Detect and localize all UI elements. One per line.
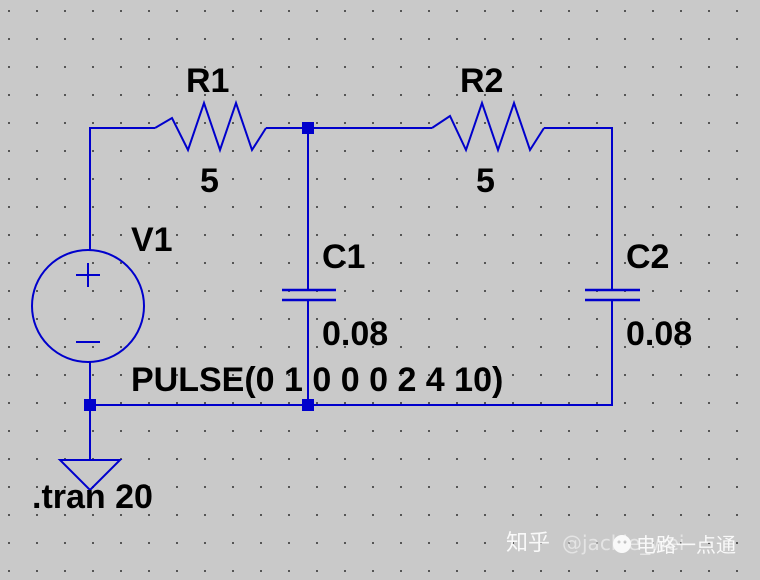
v1-value-label: PULSE(0 1 0 0 0 2 4 10) bbox=[131, 361, 503, 399]
c1-name-label: C1 bbox=[322, 238, 365, 276]
v1-name-label: V1 bbox=[131, 221, 173, 259]
r1-value-label: 5 bbox=[200, 162, 219, 200]
wire-c2-gnd[interactable] bbox=[90, 300, 613, 406]
r1-name-label: R1 bbox=[186, 62, 229, 100]
node-junction[interactable] bbox=[302, 122, 314, 134]
wechat-icon bbox=[613, 535, 631, 553]
node-junction[interactable] bbox=[302, 399, 314, 411]
tran-directive[interactable]: .tran 20 bbox=[32, 478, 153, 516]
resistor-r1[interactable] bbox=[154, 99, 267, 154]
r2-value-label: 5 bbox=[476, 162, 495, 200]
watermark: 知乎 @jackie_wei 电路一点通 bbox=[506, 531, 736, 557]
voltage-source-v1[interactable] bbox=[31, 249, 145, 363]
wires bbox=[89, 127, 613, 460]
watermark-account: 电路一点通 bbox=[636, 533, 736, 557]
wire-r2-c2[interactable] bbox=[544, 127, 613, 290]
c1-value-label: 0.08 bbox=[322, 315, 388, 353]
capacitor-c1[interactable] bbox=[282, 288, 336, 302]
resistor-r2[interactable] bbox=[431, 99, 545, 154]
ground-icon[interactable] bbox=[57, 459, 123, 492]
wire-v1-r1[interactable] bbox=[89, 127, 155, 250]
c2-name-label: C2 bbox=[626, 238, 669, 276]
node-junction[interactable] bbox=[84, 399, 96, 411]
plus-icon bbox=[76, 263, 100, 287]
c2-value-label: 0.08 bbox=[626, 315, 692, 353]
r2-name-label: R2 bbox=[460, 62, 503, 100]
watermark-platform: 知乎 bbox=[506, 531, 550, 556]
junctions bbox=[84, 122, 314, 411]
capacitor-c2[interactable] bbox=[585, 288, 640, 302]
